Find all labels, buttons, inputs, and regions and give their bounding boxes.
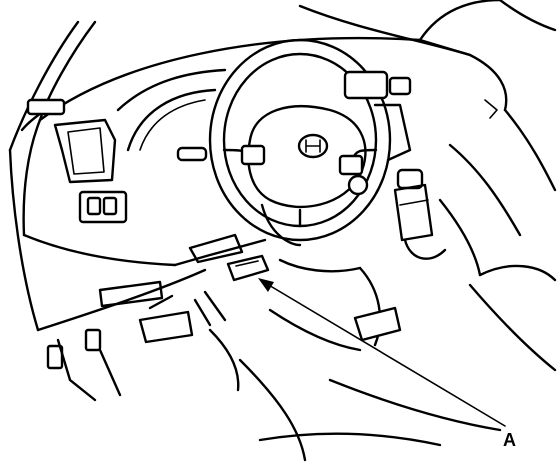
data-link-connector [226,254,270,282]
left-vent [26,98,117,184]
instrument-cluster [116,68,227,152]
pedals [138,290,227,344]
callout-label-a: A [503,430,516,450]
lower-console [268,258,402,352]
callout-arrow [258,278,506,427]
dashboard-top [38,0,557,122]
floor-left [46,328,240,402]
switch-panel [78,190,128,224]
floor-right [238,358,502,462]
knee-bolster [98,233,267,308]
center-stack [343,70,412,196]
steering-wheel [208,38,392,247]
passenger-side [438,99,557,372]
gear-shifter [393,183,447,260]
